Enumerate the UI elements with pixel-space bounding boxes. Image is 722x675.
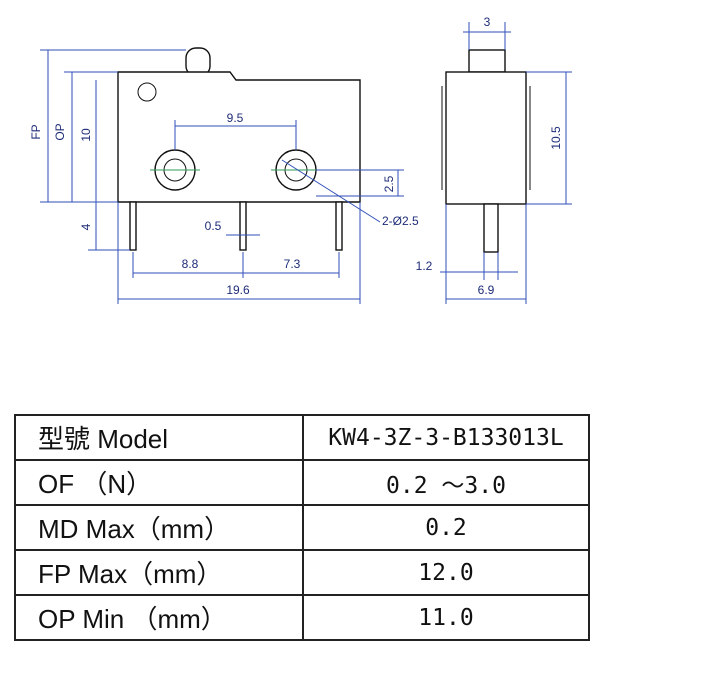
- dim-10-5-label: 10.5: [549, 126, 563, 150]
- dim-fp-label: FP: [29, 124, 43, 139]
- table-row: MD Max（mm） 0.2: [14, 504, 590, 551]
- table-row: OP Min （mm） 11.0: [14, 594, 590, 641]
- value-cell: 11.0: [302, 594, 590, 641]
- dim-19-6-label: 19.6: [226, 283, 250, 297]
- dim-0-5-label: 0.5: [205, 219, 222, 233]
- dim-8-8-label: 8.8: [182, 257, 199, 271]
- spec-table: 型號 Model KW4-3Z-3-B133013L OF （N） 0.2 ～3…: [14, 414, 590, 641]
- value-cell: 0.2: [302, 504, 590, 551]
- side-actuator: [468, 49, 506, 73]
- table-row: FP Max（mm） 12.0: [14, 549, 590, 596]
- side-body: [445, 71, 527, 205]
- indicator-dot: [137, 82, 157, 102]
- dim-hole-label: 2-Ø2.5: [382, 214, 419, 228]
- front-view: FP OP 10 4 9.5 0.5 8.8 7.3 19.6 2.5 2-Ø2…: [29, 47, 419, 304]
- dim-9-5-label: 9.5: [227, 111, 244, 125]
- side-pin: [483, 203, 499, 253]
- pin-right: [335, 201, 343, 251]
- dim-6-9-label: 6.9: [478, 283, 495, 297]
- side-view: 3 10.5 1.2 6.9: [416, 15, 572, 304]
- switch-body: [117, 71, 361, 203]
- param-cell: OP Min （mm）: [14, 594, 304, 641]
- dim-3-label: 3: [484, 15, 491, 29]
- dim-7-3-label: 7.3: [284, 257, 301, 271]
- pin-middle: [239, 201, 247, 251]
- dim-2-5-label: 2.5: [382, 175, 396, 192]
- param-cell: FP Max（mm）: [14, 549, 304, 596]
- switch-dimension-drawing: FP OP 10 4 9.5 0.5 8.8 7.3 19.6 2.5 2-Ø2…: [29, 15, 572, 304]
- param-cell: OF （N）: [14, 459, 304, 506]
- param-cell: 型號 Model: [14, 414, 304, 461]
- value-cell: 12.0: [302, 549, 590, 596]
- table-row: 型號 Model KW4-3Z-3-B133013L: [14, 414, 590, 461]
- table-row: OF （N） 0.2 ～3.0: [14, 459, 590, 506]
- value-cell: KW4-3Z-3-B133013L: [302, 414, 590, 461]
- value-cell: 0.2 ～3.0: [302, 459, 590, 506]
- param-cell: MD Max（mm）: [14, 504, 304, 551]
- pin-left: [129, 201, 137, 251]
- dim-1-2-label: 1.2: [416, 259, 433, 273]
- dim-10-label: 10: [79, 128, 93, 142]
- dim-op-label: OP: [53, 123, 67, 140]
- dim-4-label: 4: [79, 223, 93, 230]
